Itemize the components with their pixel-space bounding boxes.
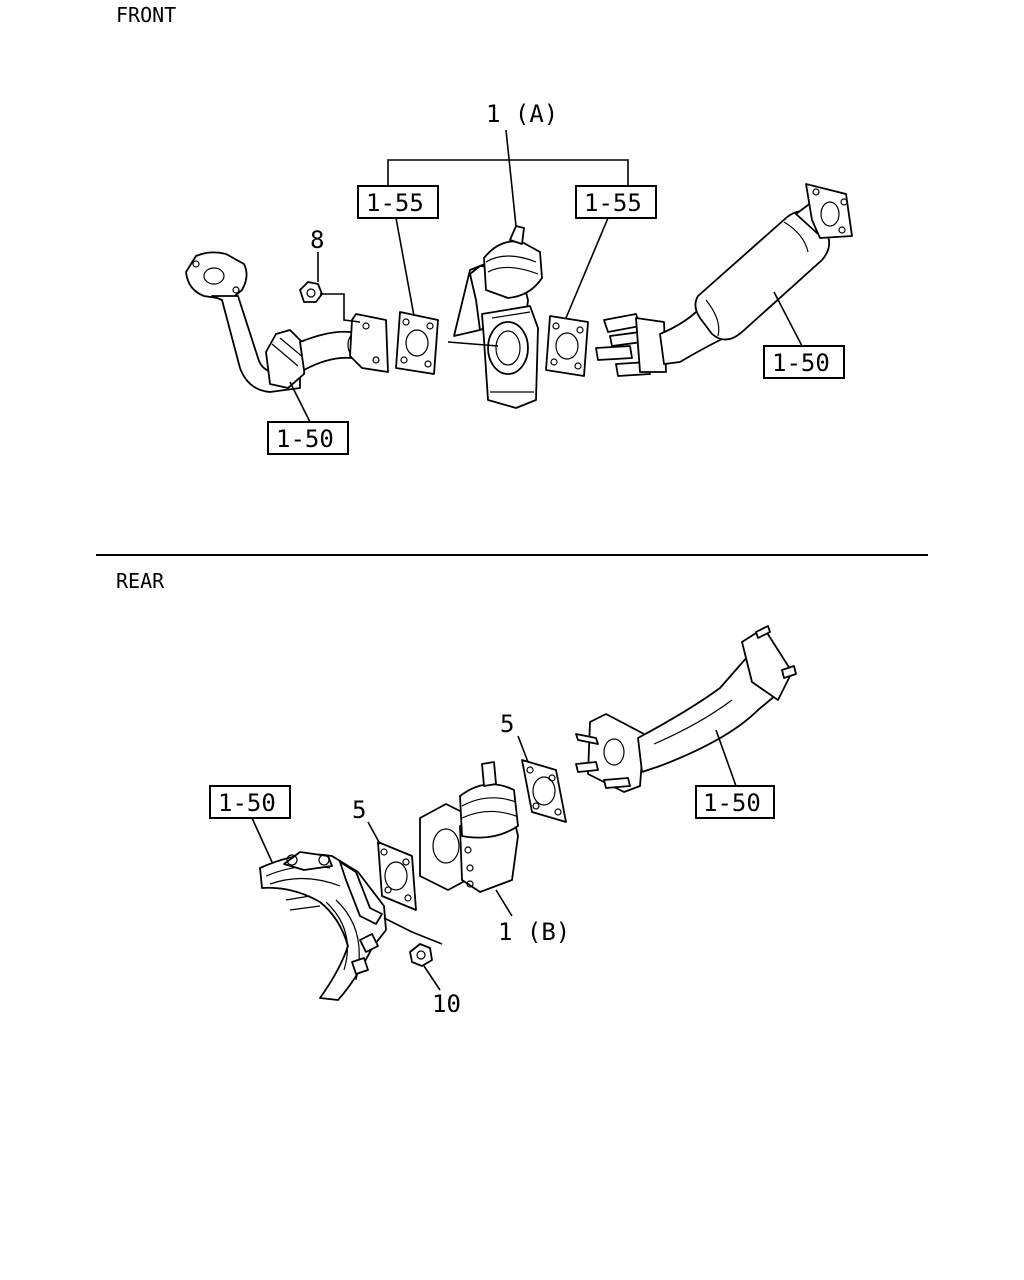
rear-gasket-lower-leader bbox=[367, 821, 381, 845]
front-valve-label: 1 (A) bbox=[486, 100, 558, 128]
rear-pipe-ref-left: 1-50 bbox=[218, 789, 276, 817]
rear-egr-valve bbox=[419, 761, 519, 893]
front-gasket-ref-right-box bbox=[575, 185, 657, 219]
front-pipe-left-leader bbox=[289, 381, 311, 423]
front-egr-valve bbox=[453, 225, 543, 409]
front-pipe-ref-left: 1-50 bbox=[276, 425, 334, 453]
front-nut-label: 8 bbox=[310, 226, 324, 254]
rear-gasket-upper-leader bbox=[517, 735, 529, 763]
rear-nut-leader bbox=[423, 965, 441, 991]
front-left-pipe bbox=[185, 251, 389, 393]
front-gasket-left-leader bbox=[395, 217, 415, 317]
front-pipe-right-leader bbox=[773, 291, 803, 347]
rear-nut bbox=[409, 943, 433, 967]
rear-pipe-left-leader bbox=[251, 817, 273, 863]
front-gasket-ref-right: 1-55 bbox=[584, 189, 642, 217]
front-gasket-bracket bbox=[387, 159, 629, 186]
front-gasket-right-leader bbox=[565, 217, 609, 319]
rear-valve-label-leader bbox=[495, 889, 513, 917]
front-nut bbox=[299, 281, 323, 303]
rear-pipe-ref-left-box bbox=[209, 785, 291, 819]
rear-valve-label: 1 (B) bbox=[498, 918, 570, 946]
rear-nut-label: 10 bbox=[432, 990, 461, 1018]
front-gasket-ref-left-box bbox=[357, 185, 439, 219]
rear-pipe-ref-right: 1-50 bbox=[703, 789, 761, 817]
rear-nut-axis bbox=[383, 917, 443, 945]
rear-right-pipe bbox=[575, 625, 797, 793]
front-gasket-left bbox=[395, 311, 439, 375]
front-valve-label-leader bbox=[505, 129, 517, 227]
front-pipe-ref-right-box bbox=[763, 345, 845, 379]
front-nut-leader bbox=[320, 293, 361, 323]
front-pipe-ref-right: 1-50 bbox=[772, 349, 830, 377]
rear-pipe-right-leader bbox=[715, 729, 737, 787]
front-valve-axis bbox=[447, 341, 499, 347]
rear-gasket-upper-label: 5 bbox=[500, 710, 514, 738]
rear-pipe-ref-right-box bbox=[695, 785, 775, 819]
front-gasket-ref-left: 1-55 bbox=[366, 189, 424, 217]
rear-section-title: REAR bbox=[116, 569, 165, 593]
rear-left-pipe bbox=[259, 851, 387, 1001]
rear-gasket-lower-label: 5 bbox=[352, 796, 366, 824]
rear-gasket-upper bbox=[521, 759, 567, 823]
rear-gasket-lower bbox=[377, 841, 417, 911]
front-gasket-right bbox=[545, 315, 589, 377]
front-pipe-ref-left-box bbox=[267, 421, 349, 455]
front-section-title: FRONT bbox=[116, 3, 176, 27]
front-right-pipe bbox=[595, 183, 853, 377]
